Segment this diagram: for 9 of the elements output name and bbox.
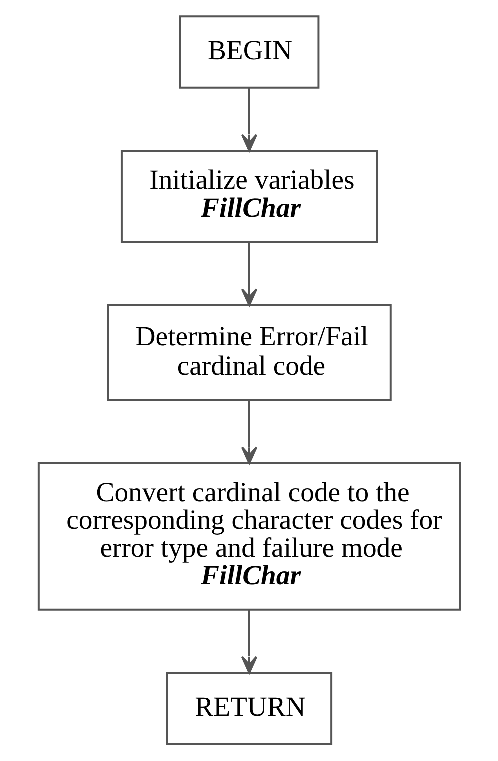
node-box: Initialize variables FillChar	[120, 150, 378, 244]
node-box: BEGIN	[178, 16, 320, 89]
arrow	[240, 242, 258, 306]
node-box: Convert cardinal code to the corresponding character codes for error type and failure mode FillChar	[37, 462, 461, 611]
node-box: RETURN	[166, 672, 332, 746]
arrow	[240, 401, 258, 464]
arrow	[240, 610, 258, 674]
arrow	[240, 88, 258, 152]
node-box: Determine Error/Fail cardinal code	[106, 304, 392, 402]
